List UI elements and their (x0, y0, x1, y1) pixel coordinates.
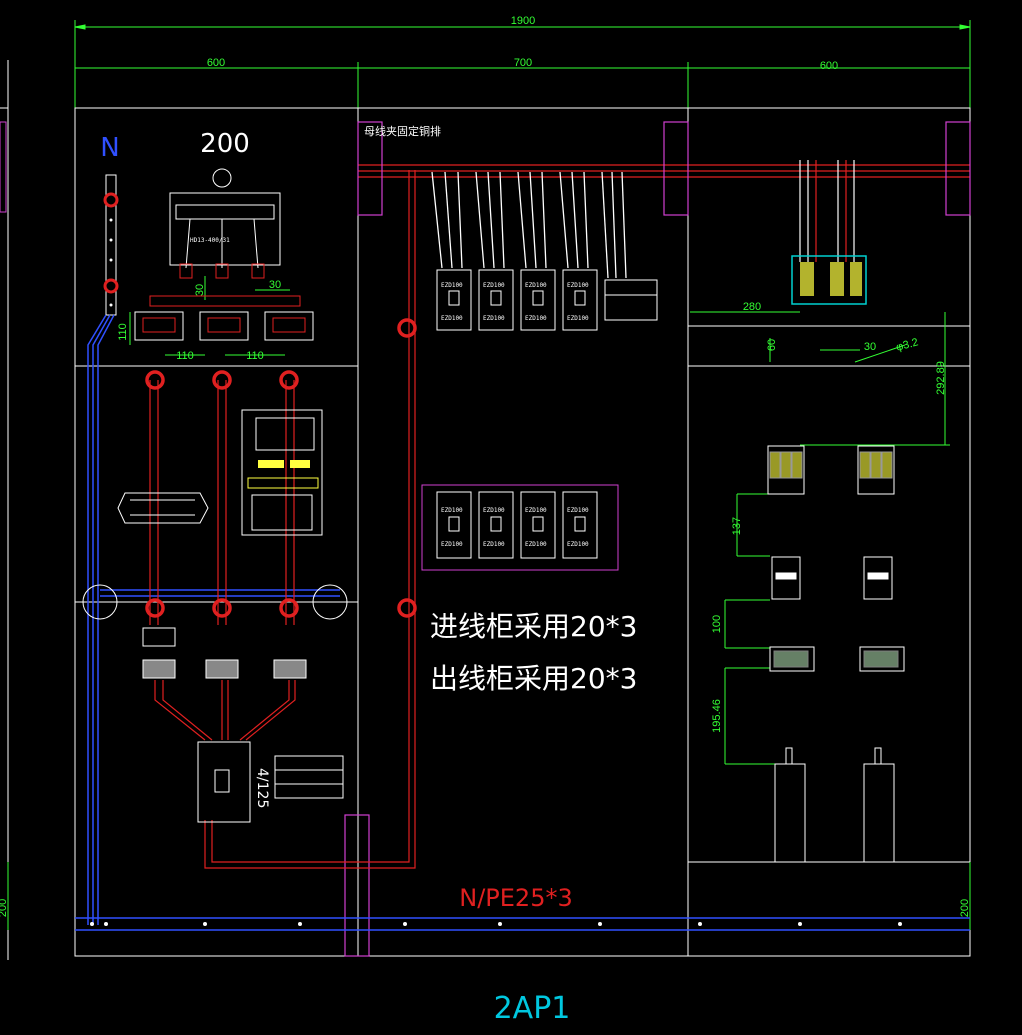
dim-right: 600 (820, 60, 838, 72)
energy-meter (241, 409, 323, 536)
n-label: N (100, 133, 119, 163)
thermal-relays (769, 646, 905, 672)
busbar-clamps (344, 121, 971, 957)
svg-text:EZD100: EZD100 (525, 282, 547, 289)
dim-110-a: 110 (176, 350, 194, 362)
breaker-group-framed: EZD100 EZD100 EZD100 EZD100 EZD100 EZD10… (421, 484, 619, 571)
svg-text:EZD100: EZD100 (567, 282, 589, 289)
dim-100: 100 (711, 615, 723, 633)
dim-110-b: 110 (246, 350, 264, 362)
svg-text:EZD100: EZD100 (567, 541, 589, 548)
svg-text:EZD100: EZD100 (483, 315, 505, 322)
terminal-strip (117, 492, 209, 524)
breaker-labels-top: EZD100 EZD100 EZD100 EZD100 EZD100 EZD10… (441, 282, 589, 322)
neutral-wires (87, 314, 340, 925)
dim-phi: φ3.2 (895, 336, 920, 353)
svg-text:EZD100: EZD100 (525, 541, 547, 548)
dim-200-right: 200 (959, 899, 971, 917)
contactors (771, 556, 893, 600)
droppers (431, 171, 627, 279)
dim-30-right: 30 (864, 341, 876, 353)
svg-text:EZD100: EZD100 (567, 507, 589, 514)
dim-280: 280 (743, 301, 761, 313)
rating-200: 200 (200, 129, 250, 159)
panel-name: 2AP1 (494, 991, 571, 1026)
svg-text:EZD100: EZD100 (525, 315, 547, 322)
capacitors (774, 747, 895, 863)
adjacent-cabinet-edge (0, 60, 9, 960)
dim-292: 292.89 (935, 361, 947, 395)
current-transformers (134, 295, 314, 341)
feed-wires (154, 170, 416, 869)
svg-text:EZD100: EZD100 (483, 507, 505, 514)
lower-switches (142, 627, 307, 679)
dim-110-vertical: 110 (117, 323, 129, 341)
breaker-rating: 4/125 (254, 768, 270, 808)
top-dimensions (74, 20, 971, 110)
right-dimensions (7, 311, 971, 930)
svg-text:EZD100: EZD100 (483, 282, 505, 289)
dim-60: 60 (766, 339, 778, 351)
phase-bars-left (149, 380, 295, 625)
breaker-aux-block (274, 755, 344, 799)
dim-30-horizontal: 30 (269, 279, 281, 291)
incoming-label: 进线柜采用20*3 (430, 610, 637, 643)
switch-label: HD13-400/31 (190, 237, 230, 244)
cable-entry-right (312, 584, 348, 620)
outgoing-label: 出线柜采用20*3 (430, 662, 637, 695)
busbar-fix-label: 母线夹固定铜排 (364, 124, 441, 138)
bolt-points (145, 318, 417, 618)
npe-label: N/PE25*3 (459, 884, 572, 912)
dim-30-vertical: 30 (194, 284, 206, 296)
dim-137: 137 (731, 517, 743, 535)
svg-text:EZD100: EZD100 (567, 315, 589, 322)
breaker-row-top (436, 269, 658, 331)
svg-text:EZD100: EZD100 (441, 507, 463, 514)
surge-protectors (767, 445, 895, 495)
npe-busbar (75, 917, 970, 931)
svg-text:EZD100: EZD100 (441, 541, 463, 548)
n-busbar (103, 174, 119, 316)
right-droppers (799, 160, 855, 262)
cabinet-frame (0, 107, 971, 957)
dim-left: 600 (207, 57, 225, 69)
dim-middle: 700 (514, 57, 532, 69)
main-breaker (197, 741, 251, 823)
svg-text:EZD100: EZD100 (441, 315, 463, 322)
dim-200-left: 200 (0, 899, 9, 917)
dim-195: 195.46 (711, 699, 723, 733)
knife-switch (169, 168, 281, 279)
cable-entry-left (82, 584, 118, 620)
right-breaker (791, 255, 867, 305)
svg-text:EZD100: EZD100 (483, 541, 505, 548)
svg-text:EZD100: EZD100 (525, 507, 547, 514)
dim-total: 1900 (511, 15, 535, 27)
switch-dimensions (129, 276, 290, 356)
svg-text:EZD100: EZD100 (441, 282, 463, 289)
